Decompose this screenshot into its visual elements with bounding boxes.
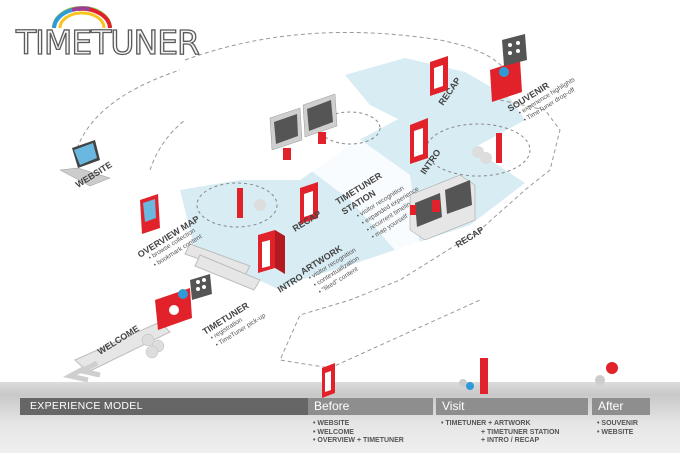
recap-gate-icon: [300, 182, 318, 224]
souvenir-kiosk-icon: [490, 34, 527, 102]
list-item: • WEBSITE: [313, 420, 350, 427]
list-item: • WELCOME: [313, 428, 354, 436]
souvenir-icon: [595, 362, 618, 385]
visit-items: • TIMETUNER + ARTWORK + TIMETUNER STATIO…: [441, 420, 560, 446]
visitor-icon: [254, 199, 266, 211]
kiosk-icon: [140, 194, 160, 234]
tower-icon: [459, 358, 488, 394]
artwork-column-icon: [237, 188, 243, 218]
arrow-icon: [293, 398, 303, 414]
logo-text: TIMETUNER: [15, 22, 200, 62]
gate-icon: [322, 363, 335, 398]
phase-before: Before: [308, 398, 433, 415]
list-item: • TIMETUNER + ARTWORK: [441, 420, 531, 427]
phase-visit: Visit: [436, 398, 588, 415]
list-item: + INTRO / RECAP: [481, 437, 540, 445]
recap-gate-icon: [430, 56, 448, 96]
experience-model-label: Experience Model: [20, 398, 310, 415]
before-items: • WEBSITE • WELCOME • OVERVIEW + TIMETUN…: [313, 420, 404, 446]
visitor-group-icon: [472, 146, 492, 164]
station-floor: [270, 125, 420, 250]
list-item: • OVERVIEW + TIMETUNER: [313, 437, 404, 445]
laptop-icon: [59, 140, 111, 187]
visitor-path: [74, 31, 561, 369]
intro-gate-icon: [410, 118, 428, 164]
list-item: • WEBSITE: [597, 428, 634, 436]
registration-desk-icon: [155, 274, 212, 330]
floor-area-upper: [345, 58, 525, 150]
artwork-column-icon: [496, 133, 502, 163]
experience-model-band: [0, 382, 680, 453]
after-items: • SOUVENIR • WEBSITE: [597, 420, 638, 437]
visitor-group-icon: [141, 333, 165, 359]
rainbow-arc-icon: [52, 6, 112, 29]
intro-gate-icon: [258, 230, 285, 274]
entry-chevrons: [62, 360, 101, 383]
timetuner-logo: TIMETUNER: [15, 6, 201, 64]
recap-cube-icon: [409, 174, 476, 241]
phase-after: After: [592, 398, 650, 415]
list-item: • SOUVENIR: [597, 420, 638, 427]
list-item: + TIMETUNER STATION: [481, 428, 560, 436]
screen-wall-icon: [269, 93, 338, 160]
